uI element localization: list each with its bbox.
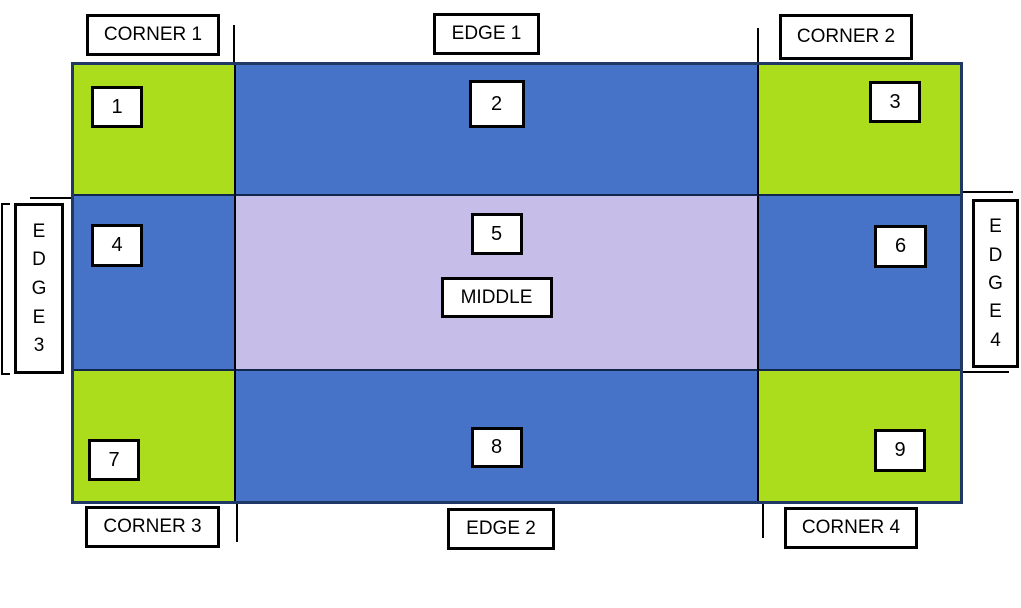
label-corner-2: CORNER 2 [779, 14, 913, 60]
row-divider-tick-right-bottom [963, 371, 1009, 373]
cell-number-box-7: 7 [88, 439, 140, 481]
label-edge-3-char: D [32, 249, 46, 271]
cell-edge-4: 6 [759, 196, 960, 371]
column-divider-tick-bottom-left [236, 504, 238, 542]
region-grid: 1 2 3 4 5 MIDDLE 6 7 8 9 [71, 62, 963, 504]
cell-number-box-9: 9 [874, 429, 926, 472]
label-corner-1: CORNER 1 [86, 14, 220, 56]
cell-number-box-6: 6 [874, 225, 927, 268]
column-divider-tick-bottom-right [762, 504, 764, 538]
label-edge-1: EDGE 1 [433, 13, 540, 55]
label-edge-4-char: E [989, 301, 1002, 323]
cell-corner-3: 7 [74, 371, 236, 501]
cell-number-box-4: 4 [91, 224, 143, 267]
cell-edge-2: 8 [236, 371, 759, 501]
cell-corner-1: 1 [74, 65, 236, 196]
cell-number-box-5: 5 [470, 213, 523, 255]
row-divider-tick-right-top [963, 191, 1013, 193]
label-edge-4-char: 4 [990, 329, 1001, 351]
column-divider-tick-top-right [757, 28, 759, 62]
edge-3-bracket [1, 203, 10, 375]
row-divider-tick-left [30, 197, 71, 199]
cell-corner-2: 3 [759, 65, 960, 196]
cell-corner-4: 9 [759, 371, 960, 501]
label-edge-3-char: G [31, 277, 47, 299]
column-divider-tick-top-left [233, 25, 235, 62]
middle-label-box: MIDDLE [440, 277, 553, 318]
label-edge-4: E D G E 4 [972, 199, 1019, 368]
label-corner-3: CORNER 3 [85, 506, 220, 548]
cell-number-box-1: 1 [91, 86, 143, 128]
label-edge-2: EDGE 2 [447, 508, 555, 550]
label-edge-3: E D G E 3 [14, 203, 64, 374]
label-edge-3-char: E [32, 306, 46, 328]
cell-middle: 5 MIDDLE [236, 196, 759, 371]
label-corner-4: CORNER 4 [784, 507, 918, 549]
label-edge-4-char: E [989, 216, 1002, 238]
cell-number-box-3: 3 [869, 81, 921, 123]
label-edge-3-char: E [32, 220, 46, 242]
label-edge-4-char: D [988, 244, 1003, 266]
label-edge-3-char: 3 [33, 335, 45, 357]
label-edge-4-char: G [988, 272, 1003, 294]
cell-number-box-8: 8 [470, 427, 523, 468]
cell-number-box-2: 2 [468, 80, 525, 128]
cell-edge-1: 2 [236, 65, 759, 196]
cell-edge-3: 4 [74, 196, 236, 371]
